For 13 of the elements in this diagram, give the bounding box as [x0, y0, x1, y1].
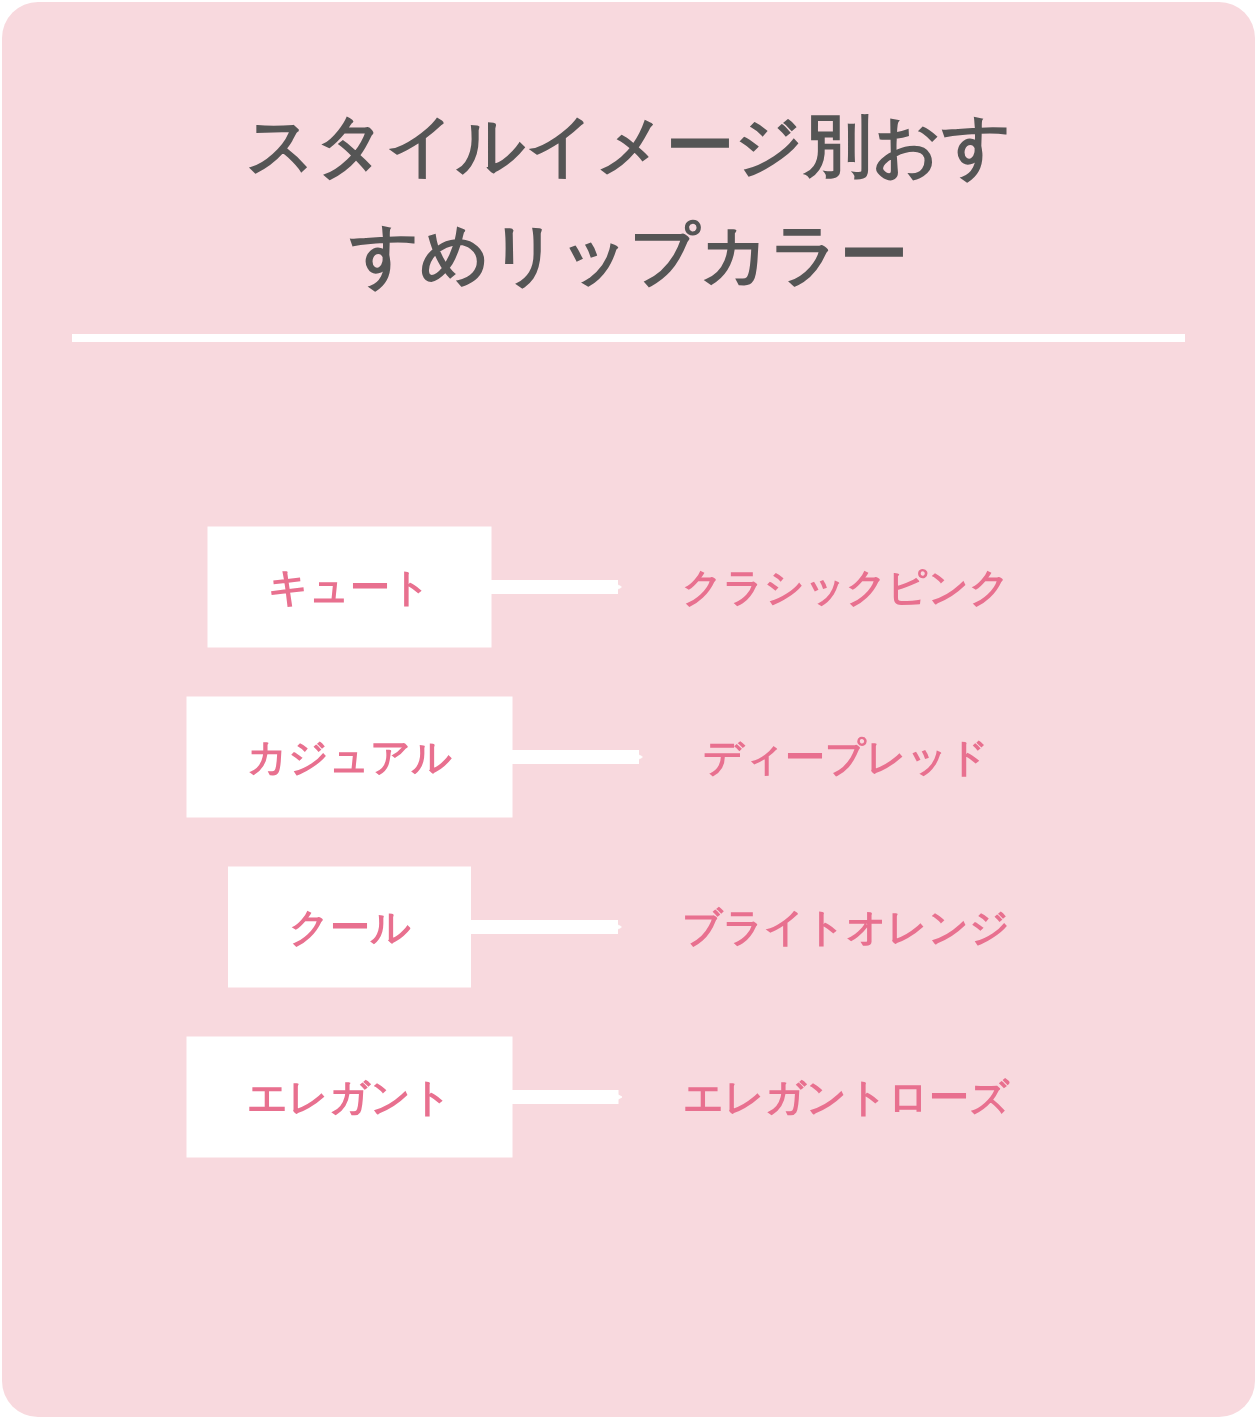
arrow: [512, 749, 644, 764]
node-box: カジュアル: [186, 696, 513, 818]
arrow: [470, 919, 623, 934]
node-text: ディープレッド: [703, 733, 989, 780]
node-text: エレガントローズ: [682, 1073, 1010, 1120]
node-box: エレガント: [186, 1036, 513, 1158]
arrow: [512, 1089, 623, 1104]
title: スタイルイメージ別おすすめリップカラー: [244, 105, 1013, 296]
node-box: クール: [228, 866, 471, 988]
node-text: クラシックピンク: [682, 563, 1010, 610]
node-text: ブライトオレンジ: [682, 903, 1010, 950]
node-box: キュート: [207, 526, 492, 648]
arrow: [491, 579, 623, 594]
